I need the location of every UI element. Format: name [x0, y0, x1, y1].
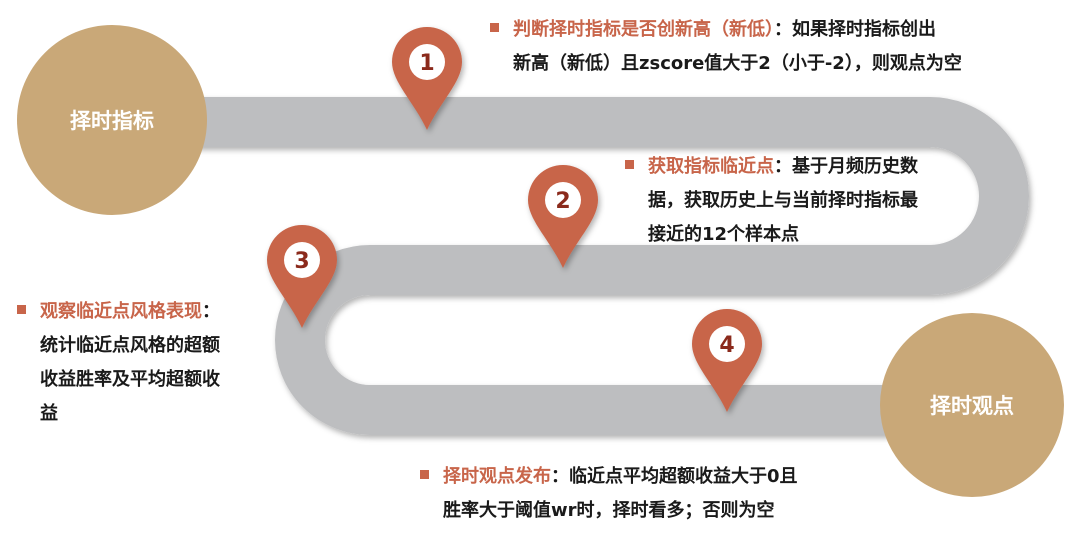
start-circle [17, 25, 207, 215]
pin-2: 2 [528, 165, 598, 268]
svg-text:4: 4 [719, 333, 734, 358]
pin-1: 1 [392, 27, 462, 130]
svg-text:3: 3 [294, 249, 309, 274]
step-2-text: 获取指标临近点：基于月频历史数 据，获取历史上与当前择时指标最 接近的12个样本… [625, 150, 918, 252]
step-1-text: 判断择时指标是否创新高（新低）：如果择时指标创出 新高（新低）且zscore值大… [490, 13, 962, 81]
start-label: 择时指标 [70, 109, 154, 133]
road [110, 97, 1029, 435]
bullet-icon [490, 23, 499, 32]
step-3-text: 观察临近点风格表现： 统计临近点风格的超额 收益胜率及平均超额收 益 [17, 295, 220, 431]
end-label: 择时观点 [930, 394, 1014, 418]
bullet-icon [625, 160, 634, 169]
bullet-icon [17, 305, 26, 314]
svg-text:1: 1 [419, 51, 434, 76]
bullet-icon [420, 470, 429, 479]
pin-3: 3 [267, 225, 337, 328]
pin-4: 4 [692, 309, 762, 412]
step-4-text: 择时观点发布：临近点平均超额收益大于0且 胜率大于阈值wr时，择时看多；否则为空 [420, 460, 798, 528]
svg-text:2: 2 [555, 189, 570, 214]
end-circle [880, 313, 1064, 497]
